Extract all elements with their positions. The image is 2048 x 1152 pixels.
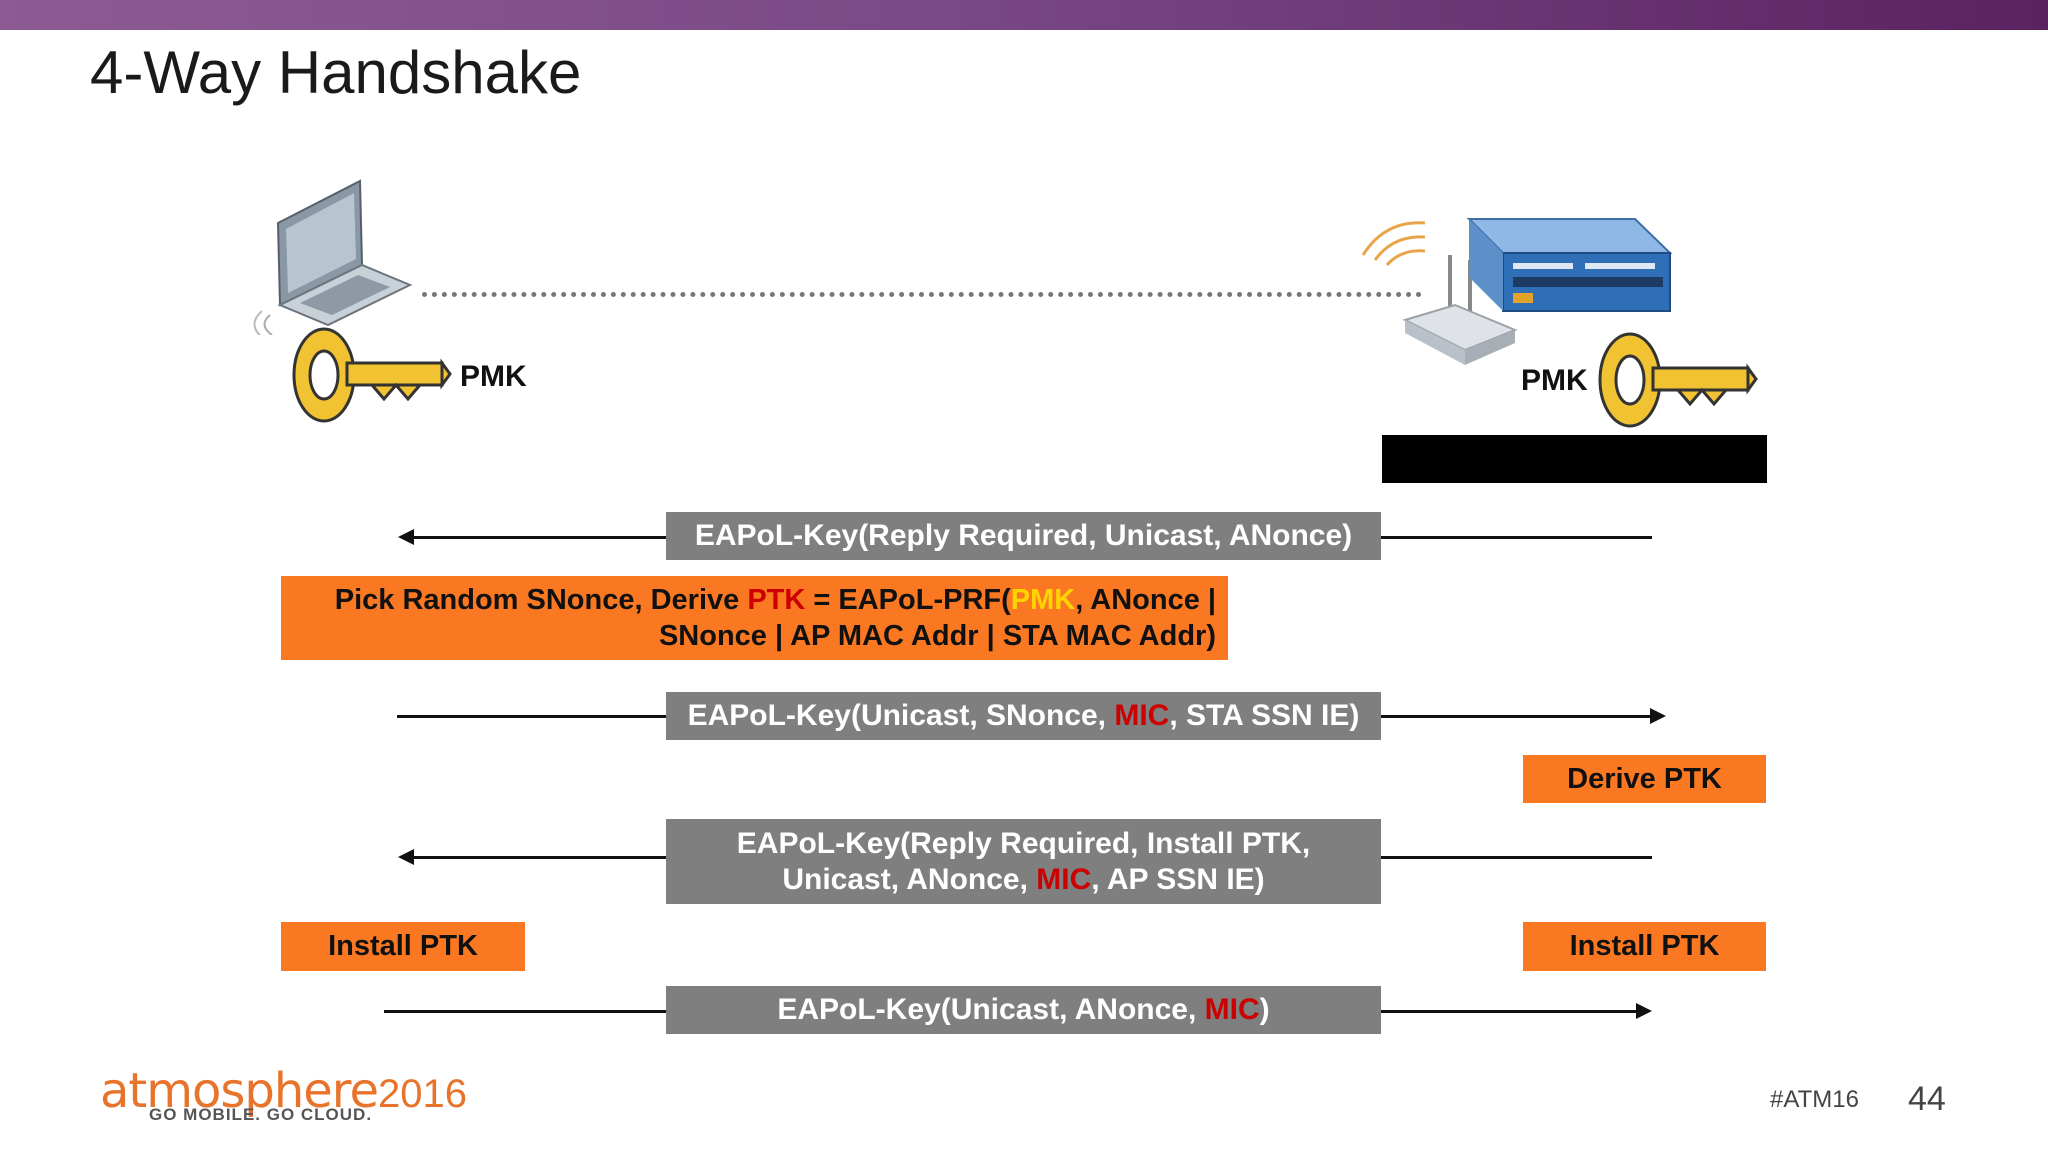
left-key-icon [292,327,452,423]
msg3-box: EAPoL-Key(Reply Required, Install PTK, U… [666,819,1381,904]
msg1-text: EAPoL-Key(Reply Required, Unicast, ANonc… [694,519,1353,552]
msg4-arrowhead [1636,1003,1652,1019]
msg3-arrowhead [398,849,414,865]
msg4-line-left [384,1010,666,1013]
msg2-line-right [1381,715,1652,718]
msg3-line-left [412,856,666,859]
msg4-line-right [1381,1010,1637,1013]
sta-install-ptk-box: Install PTK [281,922,525,971]
msg1-box: EAPoL-Key(Reply Required, Unicast, ANonc… [666,512,1381,560]
controller-icon [1466,218,1673,312]
derive-line-2: SNonce | AP MAC Addr | STA MAC Addr) [658,620,1216,652]
msg1-arrowhead [398,529,414,545]
ap-derive-ptk-box: Derive PTK [1523,755,1766,803]
slide-title: 4-Way Handshake [90,39,582,106]
event-hashtag: #ATM16 [1770,1086,1859,1113]
msg2-box: EAPoL-Key(Unicast, SNonce, MIC, STA SSN … [666,692,1381,740]
top-banner [0,0,2048,30]
msg1-line-right [1381,536,1652,539]
left-pmk-label: PMK [460,360,527,393]
msg2-arrowhead [1650,708,1666,724]
msg4-box: EAPoL-Key(Unicast, ANonce, MIC) [666,986,1381,1034]
right-key-icon [1598,332,1758,428]
atmosphere-logo: atmosphere2016 [100,1063,467,1119]
laptop-icon [253,179,413,335]
wireless-link-line [422,292,1422,297]
logo-tagline: GO MOBILE. GO CLOUD. [149,1105,373,1124]
msg3-line-right [1381,856,1652,859]
derive-line-1: Pick Random SNonce, Derive PTK = EAPoL-P… [334,584,1216,616]
right-pmk-label: PMK [1521,364,1588,397]
page-number: 44 [1908,1080,1946,1118]
msg1-line-left [412,536,666,539]
redaction-bar [1382,435,1767,483]
ap-install-ptk-box: Install PTK [1523,922,1766,971]
sta-derive-ptk-box: Pick Random SNonce, Derive PTK = EAPoL-P… [281,576,1228,660]
msg2-line-left [397,715,666,718]
